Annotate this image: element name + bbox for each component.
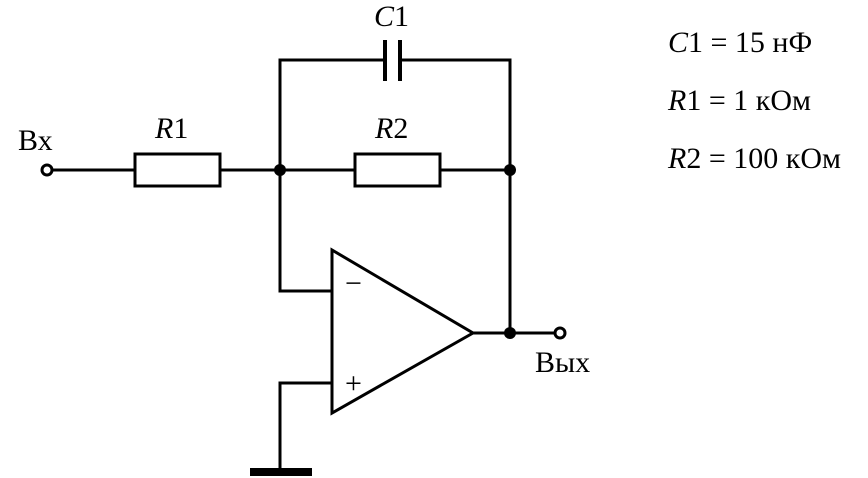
output-terminal: [553, 326, 567, 340]
value-c1: C1 = 15 нФ: [668, 26, 812, 59]
junction-node-output: [504, 327, 516, 339]
output-label: Вых: [535, 346, 590, 379]
value-r1: R1 = 1 кОм: [667, 84, 811, 117]
wire-noninverting-to-ground: [278, 381, 332, 472]
c1-label: C1: [374, 0, 409, 33]
ground-symbol: [250, 468, 312, 476]
wire-to-inverting-input: [278, 168, 332, 293]
wire-c1-to-output: [398, 58, 512, 335]
opamp-minus-sign: −: [345, 267, 362, 300]
r2-label: R2: [374, 112, 408, 145]
resistor-r2: [353, 152, 442, 188]
junction-node-left: [274, 164, 286, 176]
r1-label: R1: [154, 112, 188, 145]
wire-left-to-c1: [278, 58, 387, 172]
opamp-plus-sign: +: [345, 367, 362, 400]
value-r2: R2 = 100 кОм: [667, 142, 841, 175]
input-label: Вх: [18, 124, 53, 157]
resistor-r1: [133, 152, 222, 188]
wires: [45, 58, 562, 472]
junction-node-right: [504, 164, 516, 176]
capacitor-c1: [383, 40, 402, 81]
input-terminal: [40, 163, 54, 177]
opamp-triangle: [330, 247, 476, 416]
